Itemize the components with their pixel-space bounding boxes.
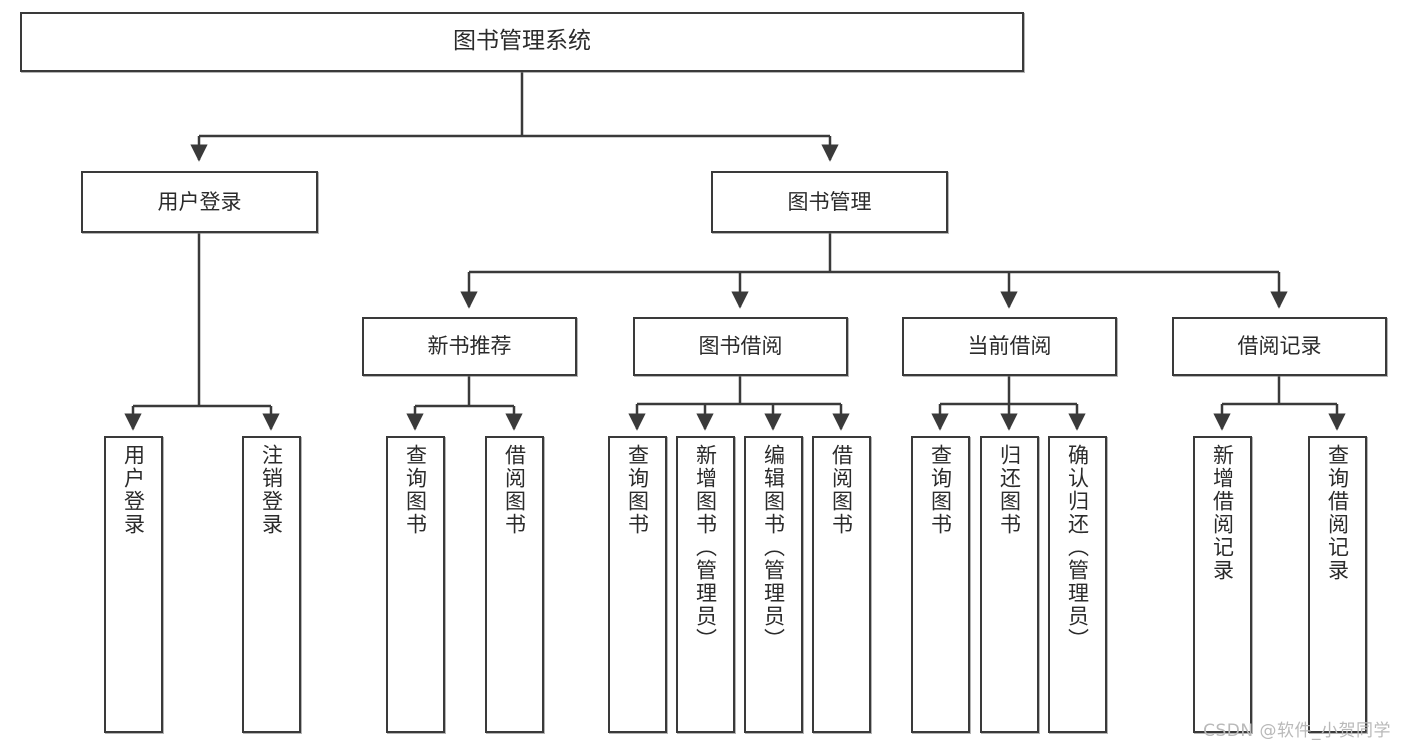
leaf-borrow-edit-book-admin[interactable]: 编辑图书（管理员） xyxy=(744,436,803,733)
node-label: 图书管理系统 xyxy=(453,28,591,55)
node-new-book-recommend[interactable]: 新书推荐 xyxy=(362,317,577,376)
node-current-borrow[interactable]: 当前借阅 xyxy=(902,317,1117,376)
node-label: 图书管理 xyxy=(787,189,872,214)
leaf-user-login[interactable]: 用户登录 xyxy=(104,436,163,733)
node-label: 新增借阅记录 xyxy=(1210,444,1235,582)
node-label: 借阅图书 xyxy=(502,444,527,536)
node-label: 借阅记录 xyxy=(1237,334,1322,359)
node-label: 查询图书 xyxy=(403,444,428,536)
node-label: 用户登录 xyxy=(157,189,242,214)
node-label: 归还图书 xyxy=(997,444,1022,536)
node-label: 借阅图书 xyxy=(829,444,854,536)
leaf-current-confirm-return-admin[interactable]: 确认归还（管理员） xyxy=(1048,436,1107,733)
node-label: 当前借阅 xyxy=(967,334,1052,359)
node-book-borrow[interactable]: 图书借阅 xyxy=(633,317,848,376)
node-label: 查询图书 xyxy=(928,444,953,536)
node-label: 新书推荐 xyxy=(427,334,512,359)
node-label: 注销登录 xyxy=(259,444,284,536)
leaf-newbook-borrow-book[interactable]: 借阅图书 xyxy=(485,436,544,733)
node-label: 编辑图书（管理员） xyxy=(761,444,786,651)
node-borrow-record[interactable]: 借阅记录 xyxy=(1172,317,1387,376)
node-user-login[interactable]: 用户登录 xyxy=(81,171,318,233)
leaf-record-add-borrow-record[interactable]: 新增借阅记录 xyxy=(1193,436,1252,733)
node-label: 确认归还（管理员） xyxy=(1065,444,1090,651)
leaf-newbook-query-book[interactable]: 查询图书 xyxy=(386,436,445,733)
node-label: 新增图书（管理员） xyxy=(693,444,718,651)
leaf-logout[interactable]: 注销登录 xyxy=(242,436,301,733)
node-label: 查询图书 xyxy=(625,444,650,536)
leaf-current-query-book[interactable]: 查询图书 xyxy=(911,436,970,733)
leaf-borrow-query-book[interactable]: 查询图书 xyxy=(608,436,667,733)
csdn-watermark: CSDN @软件_小贺同学 xyxy=(1203,721,1391,741)
leaf-borrow-add-book-admin[interactable]: 新增图书（管理员） xyxy=(676,436,735,733)
node-book-management[interactable]: 图书管理 xyxy=(711,171,948,233)
leaf-borrow-borrow-book[interactable]: 借阅图书 xyxy=(812,436,871,733)
leaf-record-query-borrow-record[interactable]: 查询借阅记录 xyxy=(1308,436,1367,733)
node-label: 用户登录 xyxy=(121,444,146,536)
node-label: 查询借阅记录 xyxy=(1325,444,1350,582)
leaf-current-return-book[interactable]: 归还图书 xyxy=(980,436,1039,733)
node-root-system[interactable]: 图书管理系统 xyxy=(20,12,1024,72)
node-label: 图书借阅 xyxy=(698,334,783,359)
